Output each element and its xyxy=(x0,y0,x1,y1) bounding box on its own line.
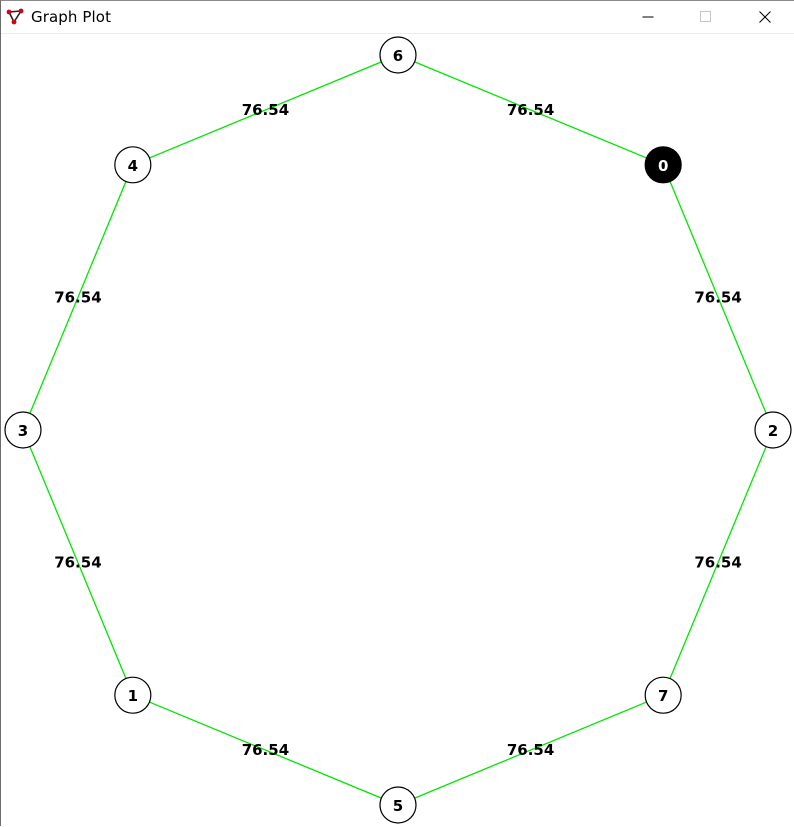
minimize-button[interactable] xyxy=(619,1,677,33)
edge-labels-layer: 76.54 76.54 76.54 76.54 76.54 76.54 76.54 76.54 xyxy=(54,101,742,759)
maximize-button[interactable] xyxy=(677,1,735,33)
node-circle xyxy=(114,146,152,184)
graph-node-4[interactable]: 4 xyxy=(114,146,152,184)
edge-7-5 xyxy=(397,694,664,806)
graph-node-7[interactable]: 7 xyxy=(644,676,682,714)
graph-node-2[interactable]: 2 xyxy=(754,411,792,449)
node-label: 1 xyxy=(128,687,138,705)
close-button[interactable] xyxy=(736,1,794,33)
maximize-icon xyxy=(700,11,711,22)
edge-3-4 xyxy=(22,164,134,431)
edge-weight-label: 76.54 xyxy=(242,741,289,759)
edge-weight-label: 76.54 xyxy=(507,101,554,119)
node-label: 0 xyxy=(658,157,668,175)
edge-weight-label: 76.54 xyxy=(694,554,741,572)
edge-5-1 xyxy=(132,694,399,806)
close-icon xyxy=(759,11,771,23)
nodes-layer: 0 2 7 5 1 3 4 6 xyxy=(4,36,792,824)
graph-node-1[interactable]: 1 xyxy=(114,676,152,714)
node-circle xyxy=(379,36,417,74)
edges-layer xyxy=(22,54,774,806)
edge-4-6 xyxy=(132,54,399,166)
node-circle xyxy=(114,676,152,714)
node-circle xyxy=(754,411,792,449)
node-circle xyxy=(644,676,682,714)
edge-weight-label: 76.54 xyxy=(242,101,289,119)
edge-0-2 xyxy=(662,164,774,431)
graph-app-icon xyxy=(6,8,24,25)
graph-node-6[interactable]: 6 xyxy=(379,36,417,74)
graph-node-0[interactable]: 0 xyxy=(644,146,682,184)
node-label: 6 xyxy=(393,47,403,65)
node-label: 5 xyxy=(393,797,403,815)
graph-node-5[interactable]: 5 xyxy=(379,786,417,824)
graph-node-3[interactable]: 3 xyxy=(4,411,42,449)
edge-weight-label: 76.54 xyxy=(694,288,741,306)
node-label: 7 xyxy=(658,687,668,705)
node-label: 3 xyxy=(18,422,28,440)
graph-canvas[interactable]: 76.5476.5476.5476.5476.5476.5476.5476.54… xyxy=(1,34,794,827)
node-label: 2 xyxy=(768,422,778,440)
edge-weight-label: 76.54 xyxy=(54,554,101,572)
edge-weight-label: 76.54 xyxy=(507,741,554,759)
edge-1-3 xyxy=(22,429,134,696)
edge-weight-label: 76.54 xyxy=(54,288,101,306)
title-bar[interactable]: Graph Plot xyxy=(1,1,794,34)
window-title: Graph Plot xyxy=(31,8,112,26)
node-circle xyxy=(379,786,417,824)
node-circle xyxy=(4,411,42,449)
minimize-icon xyxy=(642,16,654,18)
node-circle xyxy=(644,146,682,184)
edge-2-7 xyxy=(662,429,774,696)
edge-6-0 xyxy=(397,54,664,166)
node-label: 4 xyxy=(128,157,138,175)
